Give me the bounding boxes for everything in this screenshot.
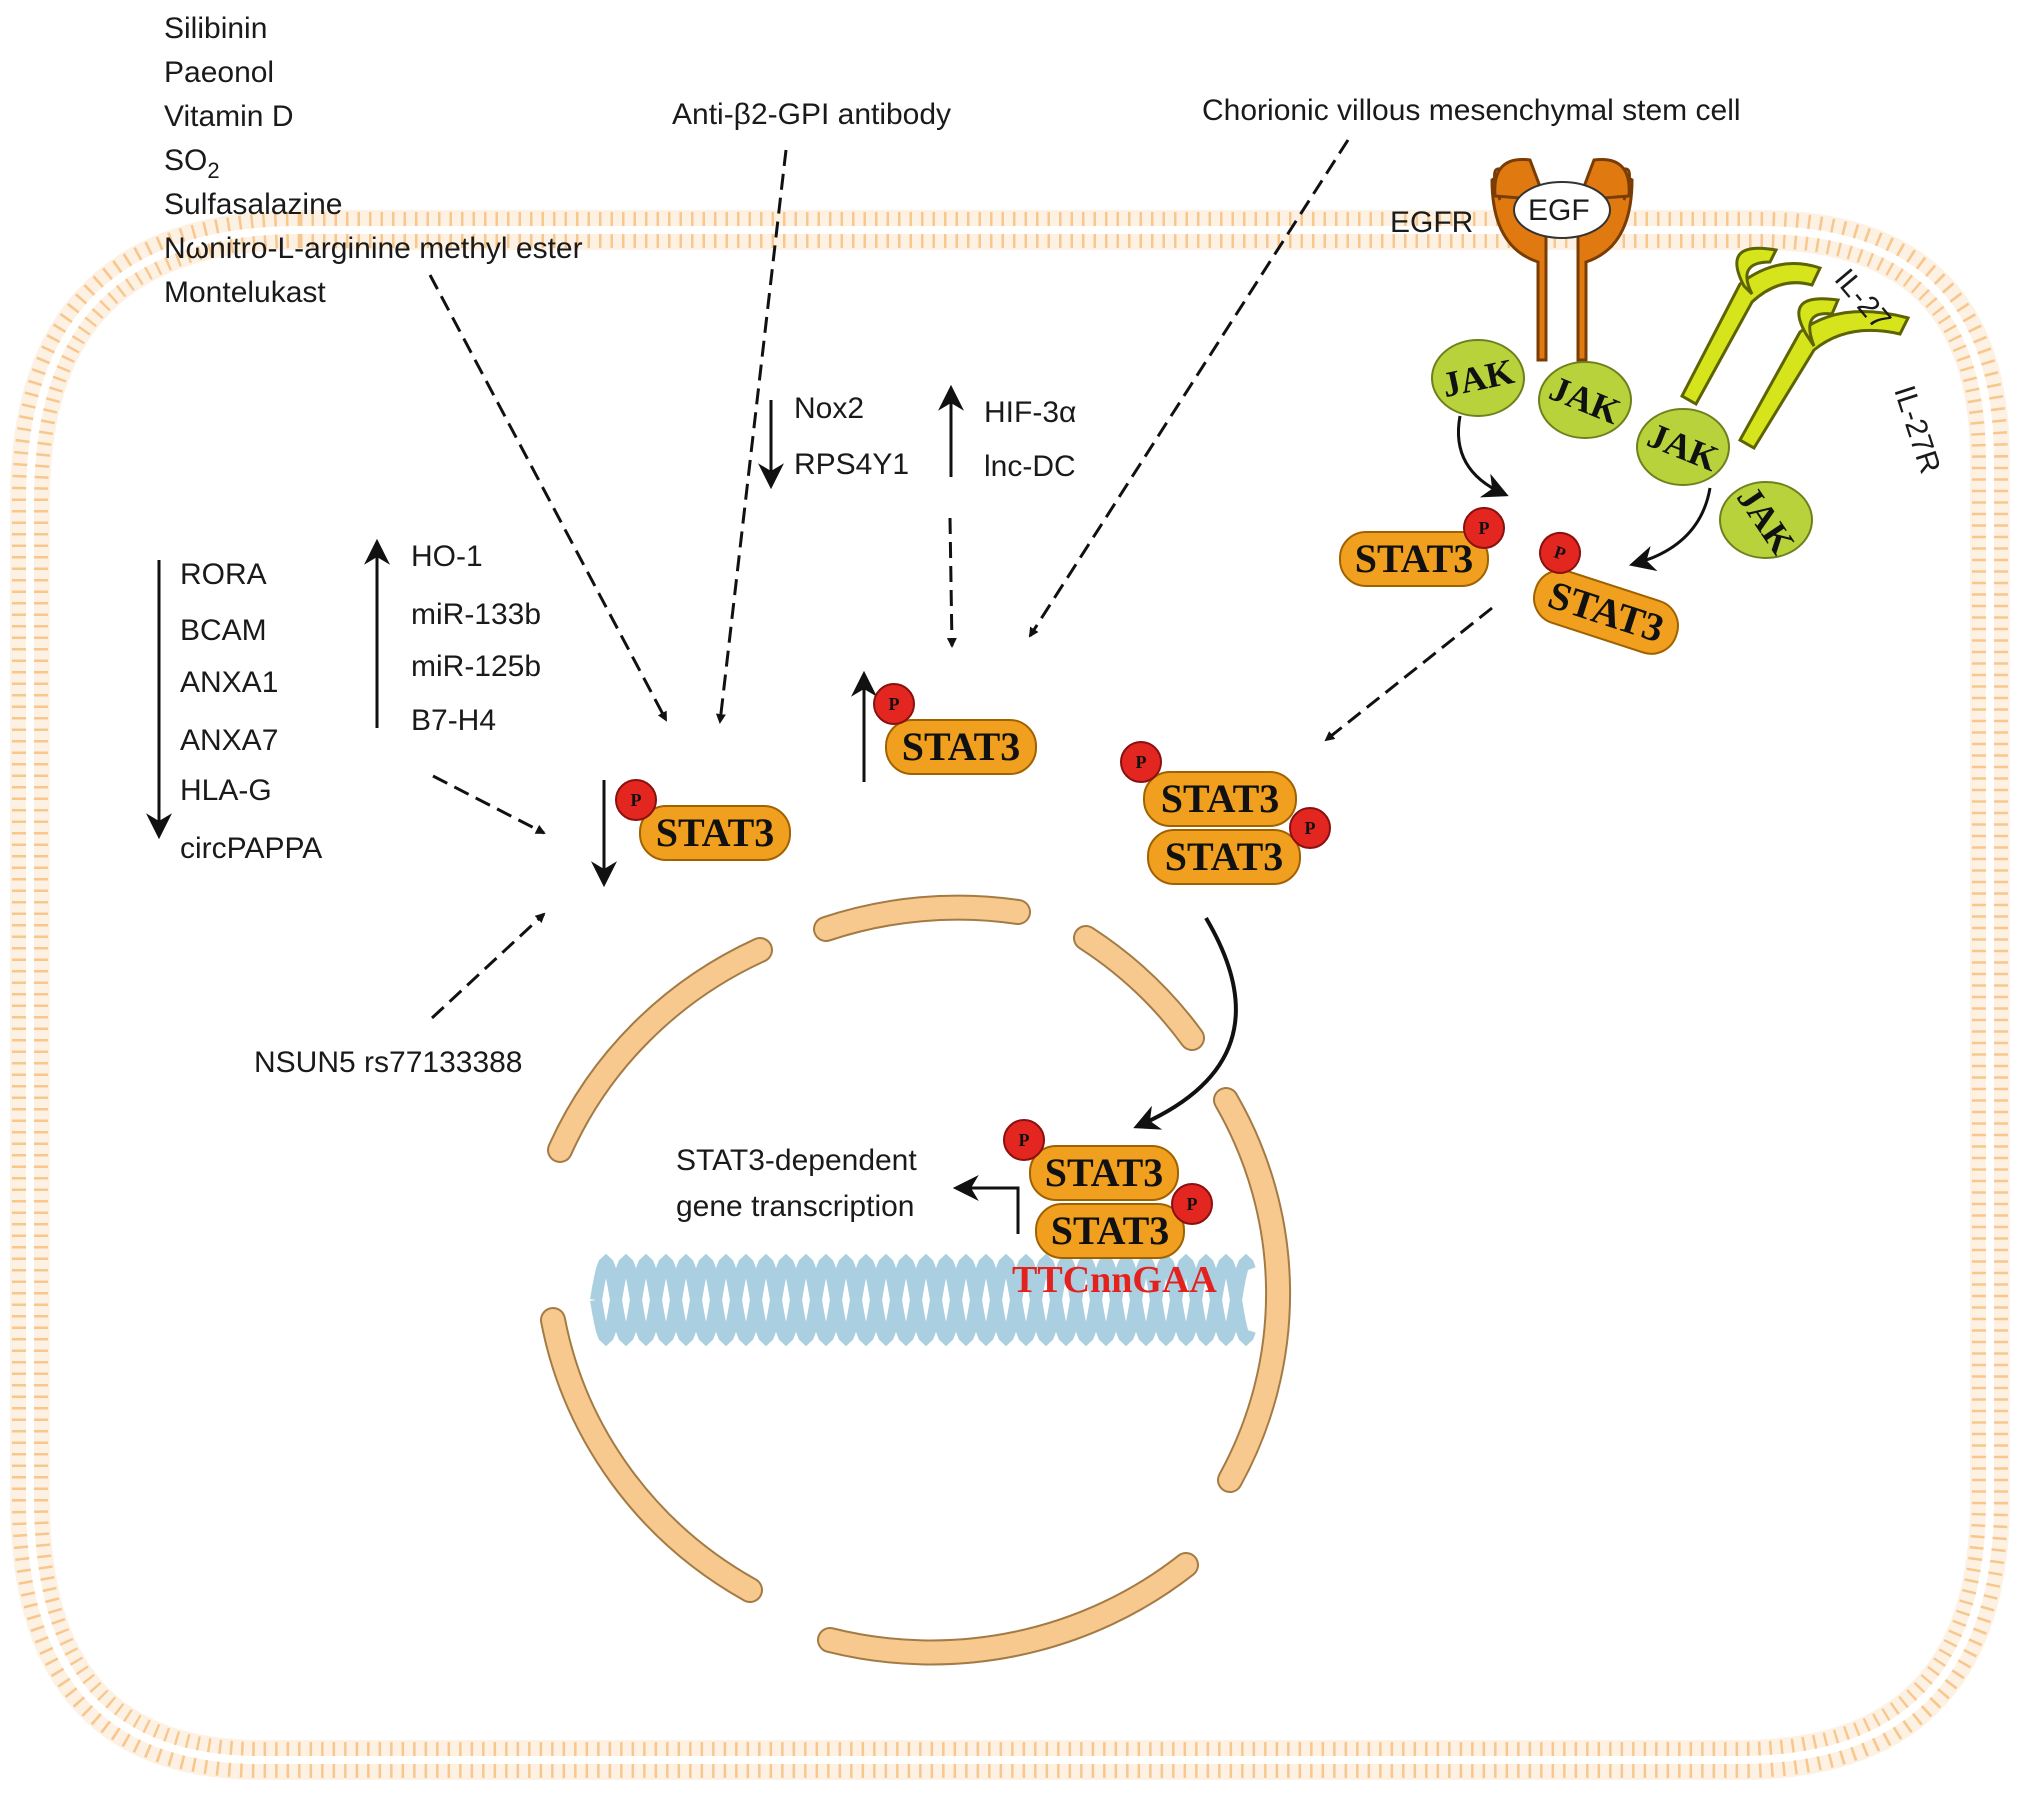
stat3-label: STAT3 (1051, 1208, 1170, 1253)
jak-egfr-left: JAK (1431, 339, 1525, 417)
stat3-label: STAT3 (1165, 834, 1284, 879)
inhibitor-sulfasalazine: Sulfasalazine (164, 188, 342, 221)
dna-motif-label: TTCnnGAA (1012, 1259, 1217, 1301)
gene-bcam: BCAM (180, 614, 267, 647)
inhibitor-so2: SO2 (164, 144, 220, 183)
inhibitor-lname: Nωnitro-L-arginine methyl ester (164, 232, 583, 265)
stat3-proteins: STAT3 P STAT3 P STAT3 P STAT3 P STAT (615, 507, 1679, 1259)
gene-b7h4: B7-H4 (411, 704, 496, 737)
inhibitor-list: Silibinin Paeonol Vitamin D SO2 Sulfasal… (164, 12, 583, 309)
il27r-receptor (1680, 246, 1911, 451)
inhibitor-vitamin-d: Vitamin D (164, 100, 294, 133)
stat3-dimer-nucleus: STAT3 STAT3 P P (1003, 1119, 1213, 1259)
antibody-label: Anti-β2-GPI antibody (672, 98, 951, 131)
dna-helix (590, 1253, 1256, 1347)
gene-rora: RORA (180, 558, 267, 591)
phospho-label: P (1305, 818, 1316, 838)
stat3-label: STAT3 (656, 810, 775, 855)
jak-kinases: JAK JAK JAK JAK (1431, 339, 1813, 561)
dashed-arrows (428, 139, 1493, 1020)
gene-ho1: HO-1 (411, 540, 483, 573)
stat3-dimer-cytoplasm: STAT3 STAT3 P P (1120, 741, 1331, 885)
phospho-label: P (889, 694, 900, 714)
downregulated-mid: Nox2 RPS4Y1 (794, 392, 909, 481)
phospho-label: P (631, 790, 642, 810)
stat3-label: STAT3 (1161, 776, 1280, 821)
stat3-label: STAT3 (1355, 536, 1474, 581)
egf-label: EGF (1528, 194, 1590, 227)
phospho-label: P (1479, 518, 1490, 538)
phosphorylation-arrows (952, 415, 1712, 1234)
phospho-label: P (1187, 1194, 1198, 1214)
stem-cell-label: Chorionic villous mesenchymal stem cell (1202, 94, 1741, 127)
transcription-label-line2: gene transcription (676, 1190, 914, 1223)
stat3-decreased: STAT3 P (615, 779, 791, 861)
nsun5-label: NSUN5 rs77133388 (254, 1046, 523, 1079)
inhibitor-silibinin: Silibinin (164, 12, 267, 45)
gene-circpappa: circPAPPA (180, 832, 322, 865)
stat3-increased: STAT3 P (873, 683, 1037, 775)
downregulated-left: RORA BCAM ANXA1 ANXA7 HLA-G circPAPPA (180, 558, 322, 865)
gene-hif3a: HIF-3α (984, 396, 1076, 429)
jak-il27-left: JAK (1636, 408, 1730, 486)
cell-membrane (10, 210, 2010, 1780)
gene-nox2: Nox2 (794, 392, 864, 425)
upregulated-mid: HIF-3α lnc-DC (984, 396, 1076, 483)
gene-rps4y1: RPS4Y1 (794, 448, 909, 481)
stat3-egfr-phospho: STAT3 P (1339, 507, 1505, 587)
stat3-il27-phospho: STAT3 P (1533, 531, 1679, 655)
inhibitor-montelukast: Montelukast (164, 276, 326, 309)
jak-il27-right: JAK (1719, 479, 1813, 561)
phospho-label: P (1019, 1130, 1030, 1150)
gene-anxa1: ANXA1 (180, 666, 278, 699)
gene-mir125b: miR-125b (411, 650, 541, 683)
nucleus-envelope-fill (542, 896, 1290, 1664)
inhibitor-paeonol: Paeonol (164, 56, 274, 89)
egf-ligand: EGF (1513, 181, 1611, 239)
gene-mir133b: miR-133b (411, 598, 541, 631)
phospho-label: P (1136, 752, 1147, 772)
gene-lnc-dc: lnc-DC (984, 450, 1076, 483)
regulation-arrows (146, 384, 964, 888)
il27r-label: IL-27R (1887, 382, 1946, 478)
stat3-label: STAT3 (902, 724, 1021, 769)
upregulated-left: HO-1 miR-133b miR-125b B7-H4 (411, 540, 541, 737)
egfr-label: EGFR (1390, 206, 1473, 239)
gene-hla-g: HLA-G (180, 774, 272, 807)
stat3-label: STAT3 (1045, 1150, 1164, 1195)
transcription-label-line1: STAT3-dependent (676, 1144, 917, 1177)
jak-egfr-right: JAK (1538, 361, 1632, 439)
gene-anxa7: ANXA7 (180, 724, 278, 757)
